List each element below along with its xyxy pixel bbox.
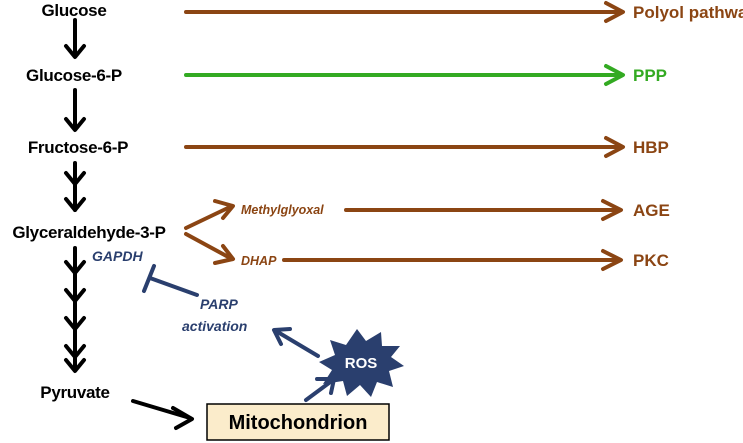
gapdh-label: GAPDH: [92, 248, 143, 264]
arrow-ga3p-to-pyruvate: [64, 246, 86, 373]
side-pathway-arrows: [184, 1, 625, 271]
pyruvate-label: Pyruvate: [40, 383, 109, 402]
arrow-to-polyol: [184, 1, 625, 23]
fructose-6-p-label: Fructose-6-P: [28, 138, 128, 157]
parp-label: PARP: [200, 296, 239, 312]
arrow-to-hbp: [184, 136, 625, 158]
activation-label: activation: [182, 318, 247, 334]
ros-starburst: [319, 329, 404, 397]
arrow-ga3p-to-dhap: [184, 232, 235, 265]
dhap-label: DHAP: [241, 254, 277, 268]
methylglyoxal-label: Methylglyoxal: [241, 203, 324, 217]
arrow-to-pkc: [282, 249, 623, 271]
arrow-glucose-to-g6p: [64, 18, 86, 59]
glyceraldehyde-3-p-label: Glyceraldehyde-3-P: [12, 223, 165, 242]
arrow-ros-to-parp: [272, 327, 320, 358]
arrow-pyruvate-to-mitochondrion: [131, 399, 194, 430]
arrow-f6p-to-ga3p: [64, 161, 86, 212]
mitochondrion-box: [206, 403, 390, 441]
mitochondrion-label: Mitochondrion: [229, 412, 368, 434]
age-label: AGE: [633, 201, 670, 220]
ros-signalling-arrows: [142, 264, 336, 402]
glucose-6-p-label: Glucose-6-P: [26, 66, 122, 85]
arrow-ga3p-to-methylglyoxal: [184, 199, 235, 230]
ppp-label: PPP: [633, 66, 667, 85]
glucose-label: Glucose: [42, 1, 107, 20]
pkc-label: PKC: [633, 251, 669, 270]
ros-label: ROS: [345, 355, 378, 372]
hbp-label: HBP: [633, 138, 669, 157]
arrow-g6p-to-f6p: [64, 88, 86, 132]
glycolysis-arrows: [64, 18, 194, 430]
arrow-to-ppp: [184, 64, 625, 86]
polyol-pathway-label: Polyol pathway: [633, 3, 743, 22]
arrow-to-age: [344, 199, 623, 221]
parp-inhibits-gapdh: [142, 264, 199, 297]
